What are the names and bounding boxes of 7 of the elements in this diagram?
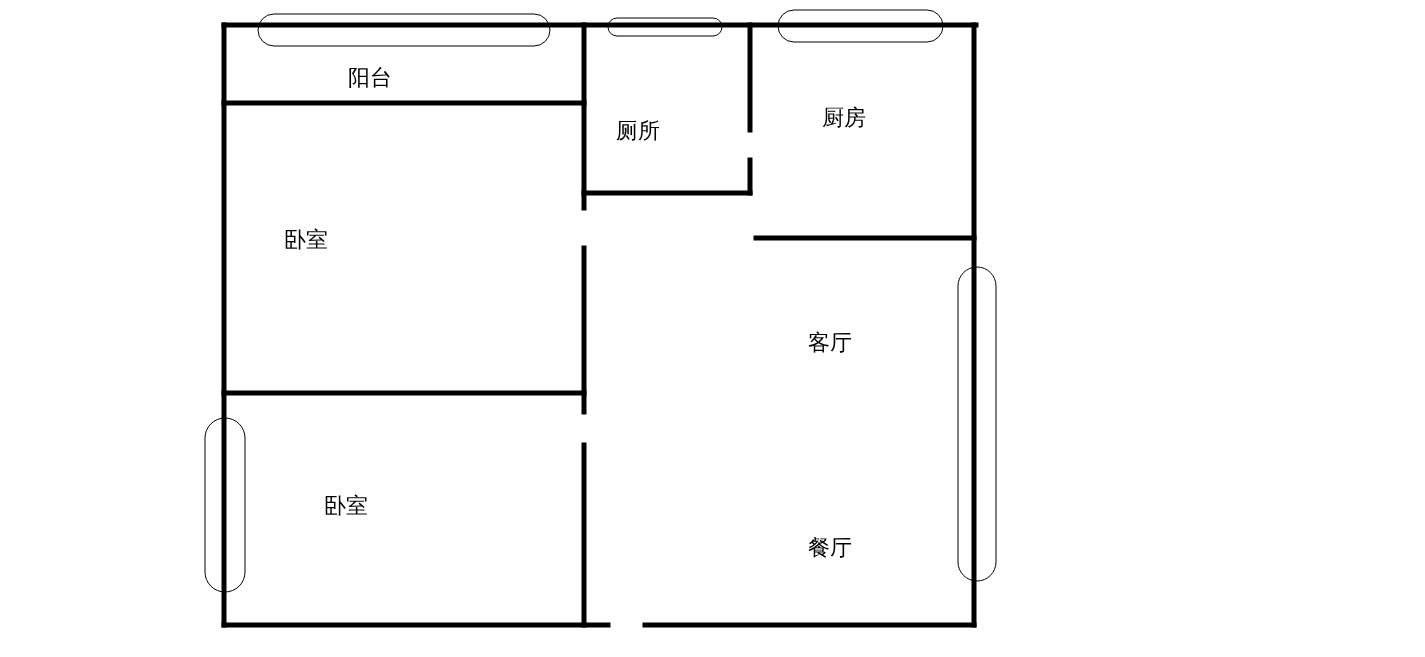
room-label: 厕所 xyxy=(616,118,660,144)
room-label: 厨房 xyxy=(822,105,866,131)
room-label: 客厅 xyxy=(808,330,852,356)
room-label: 卧室 xyxy=(284,227,328,253)
room-label: 卧室 xyxy=(324,493,368,519)
room-label: 阳台 xyxy=(348,65,392,91)
room-label: 餐厅 xyxy=(808,535,852,561)
